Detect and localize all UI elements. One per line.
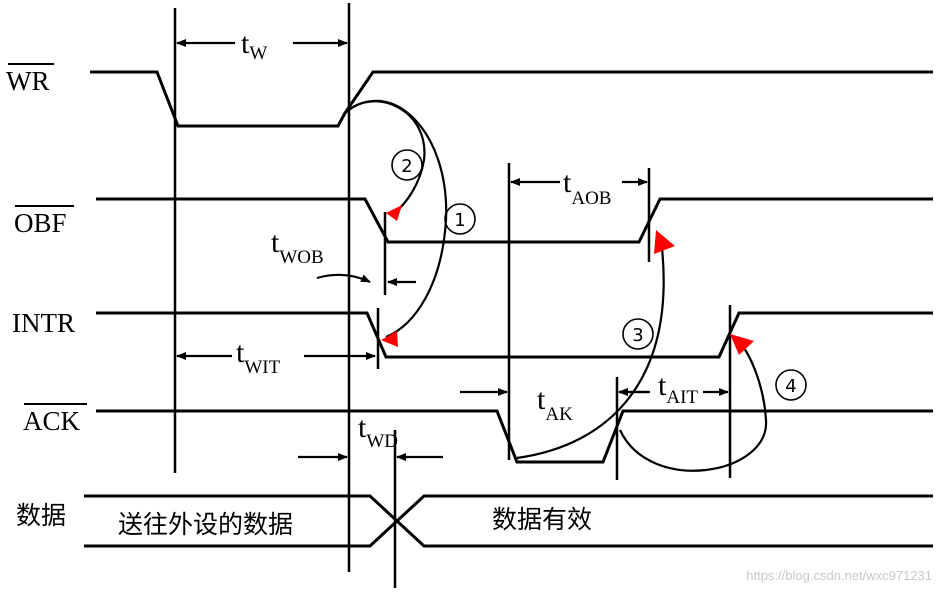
twob-arrow-left [316,273,371,283]
label-twit: tWIT [236,336,281,378]
data-valid-label: 数据有效 [492,505,592,534]
data-label: 数据 [16,501,66,530]
wr-waveform [90,70,933,128]
obf-waveform [96,197,933,244]
arrowhead-step-2 [386,205,402,221]
step-2-marker: 2 [391,149,423,181]
data-before-label: 送往外设的数据 [118,510,293,539]
wr-label: WR [6,66,50,96]
svg-text:3: 3 [632,325,643,346]
obf-label: OBF [14,208,67,238]
svg-text:4: 4 [785,376,796,397]
step-3-marker: 3 [622,318,654,350]
curve-step-3 [516,247,665,460]
watermark: https://blog.csdn.net/wxc971231 [746,568,932,583]
arrowhead-step-3 [654,230,675,254]
label-tait: tAIT [658,369,698,408]
ack-label: ACK [23,406,81,436]
intr-label: INTR [12,308,75,338]
label-tw: tW [241,27,267,64]
step-1-marker: 1 [444,203,476,235]
ack-waveform [96,409,933,464]
curve-step-1 [344,99,448,339]
data-bus-lower [84,494,933,548]
label-taob: tAOB [563,166,611,209]
svg-text:2: 2 [401,156,412,177]
step-4-marker: 4 [775,369,807,401]
curve-step-4 [619,343,768,472]
label-twd: tWD [358,411,398,452]
arrowhead-step-1 [381,331,398,347]
arrowhead-step-4 [730,334,754,355]
label-tak: tAK [537,383,573,425]
label-twob: tWOB [271,226,324,268]
svg-text:1: 1 [454,210,465,231]
intr-waveform [96,311,933,359]
